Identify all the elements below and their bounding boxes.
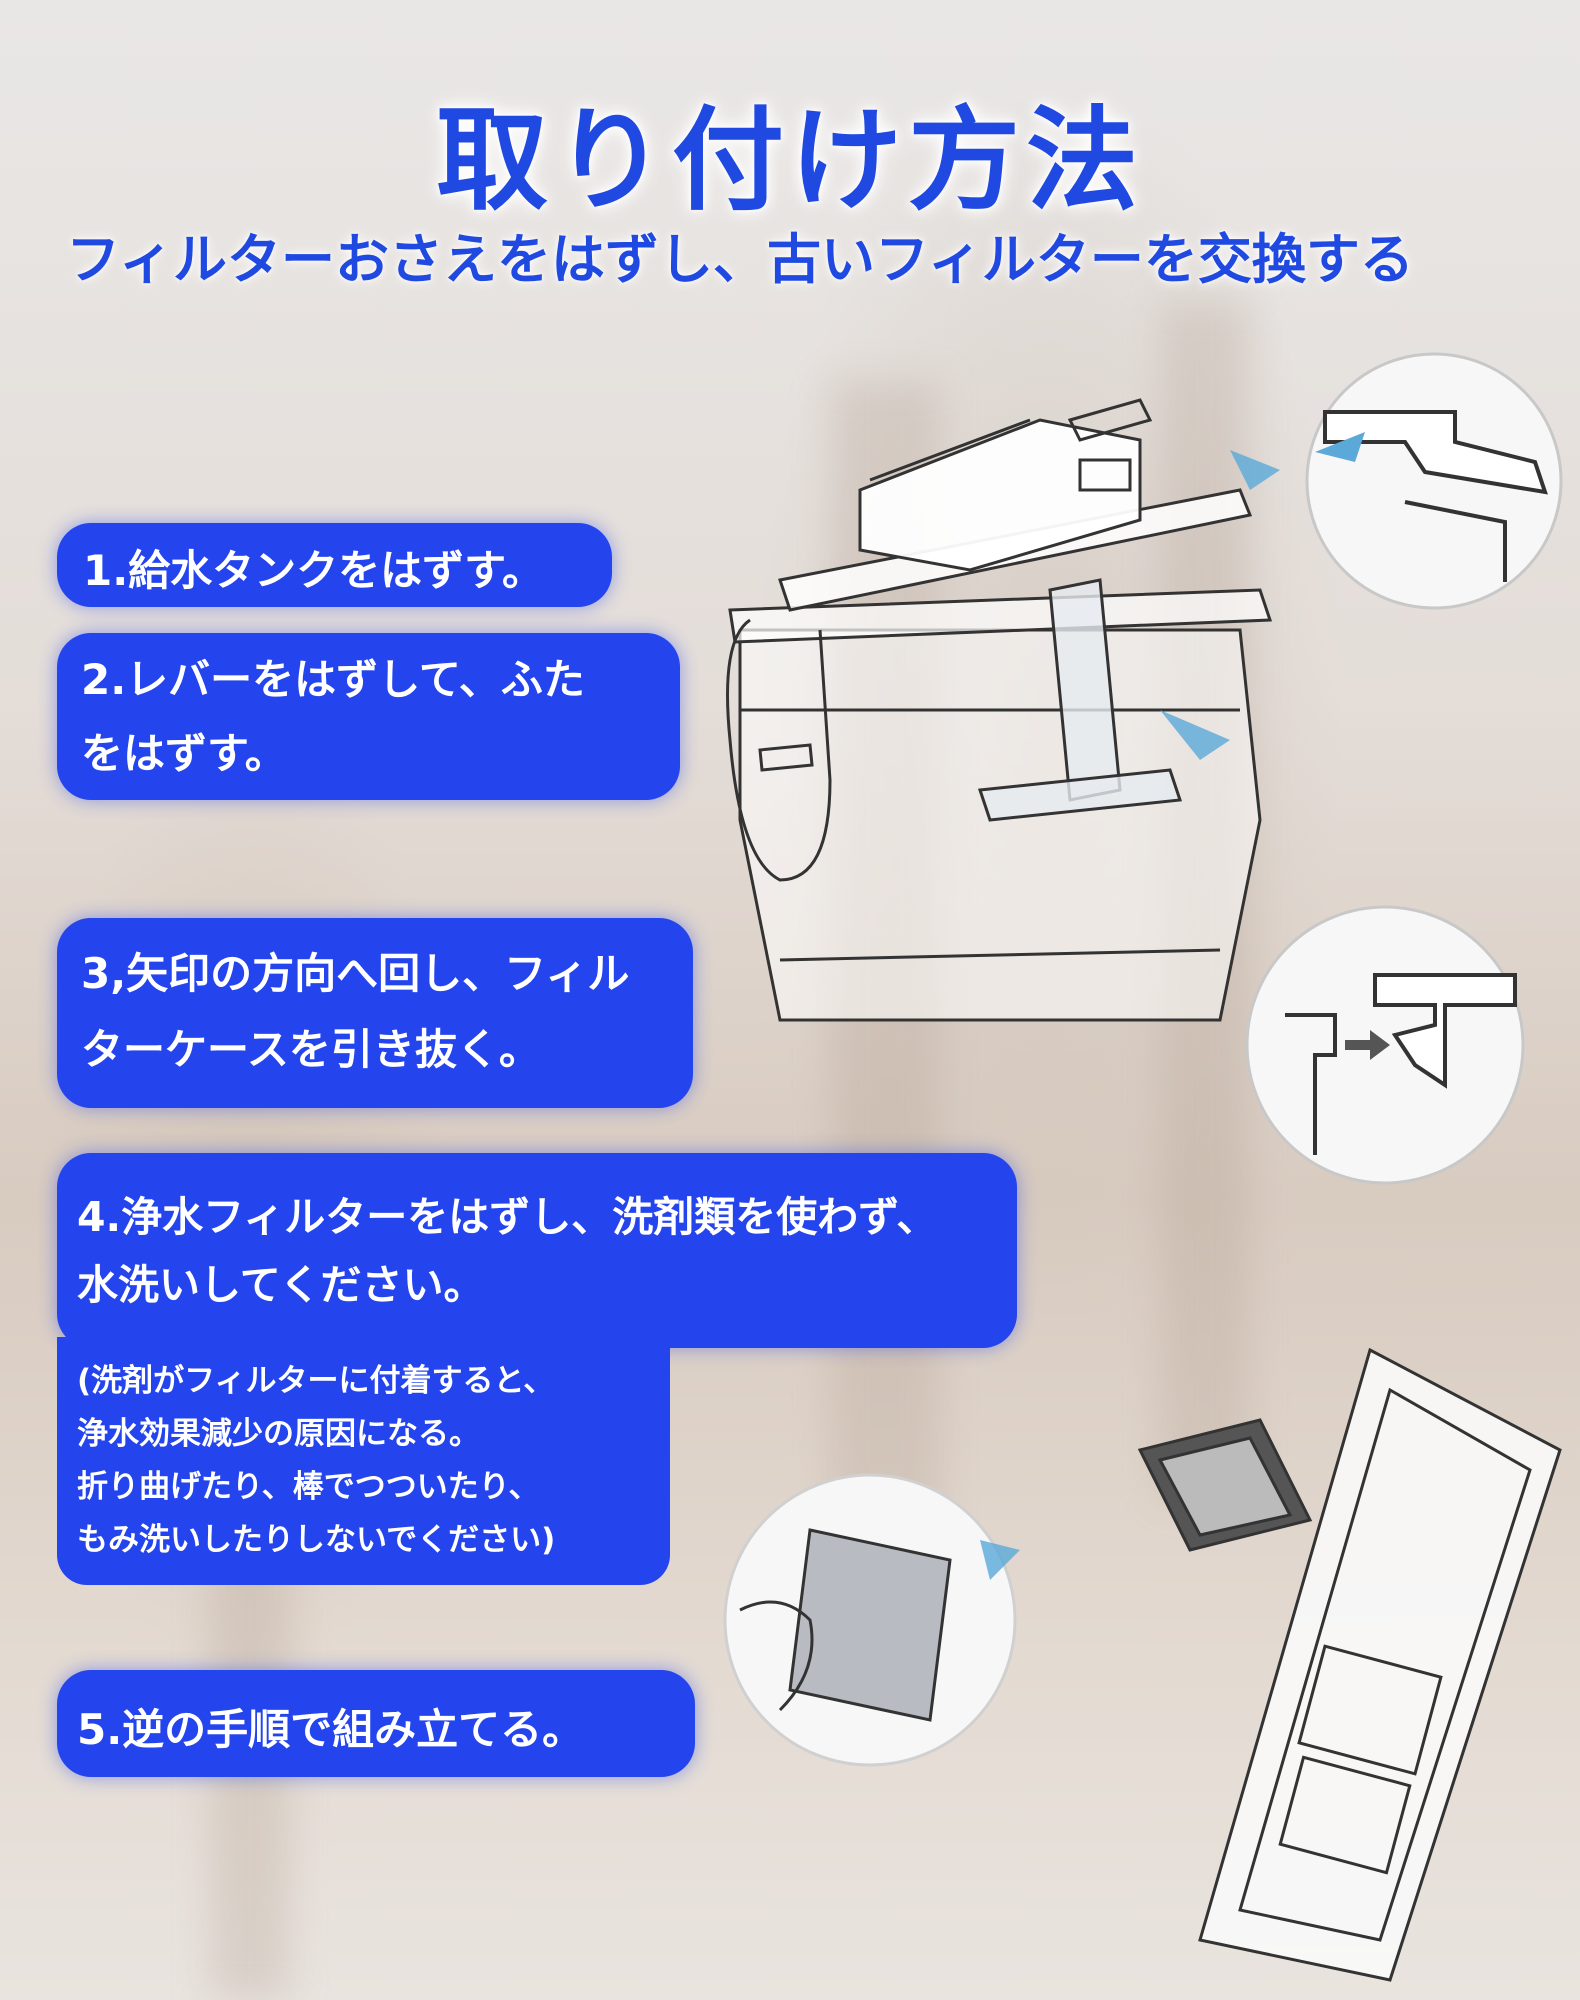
lever-detail-inset (1305, 352, 1563, 610)
step-4-badge: 4.浄水フィルターをはずし、洗剤類を使わず、 水洗いしてください。 (57, 1153, 1017, 1348)
step-1-badge: 1.給水タンクをはずす。 (57, 523, 612, 607)
step-3-text-line1: 3,矢印の方向へ回し、フィル (81, 949, 630, 998)
step-2-badge: 2.レバーをはずして、ふた をはずす。 (57, 633, 680, 800)
step-4-text-line2: 水洗いしてください。 (77, 1261, 485, 1309)
step-4-text-line1: 4.浄水フィルターをはずし、洗剤類を使わず、 (77, 1193, 938, 1241)
step-4-note-line: 浄水効果減少の原因になる。 (77, 1416, 480, 1452)
arrow-icon (1230, 450, 1280, 490)
filter-case-illustration (1137, 1347, 1562, 1982)
step-4-note-line: 折り曲げたり、棒でつついたり、 (77, 1469, 540, 1505)
rotation-detail-inset (1245, 905, 1525, 1185)
step-5-badge: 5.逆の手順で組み立てる。 (57, 1670, 695, 1777)
filter-removal-inset (723, 1473, 1020, 1767)
step-3-text-line2: ターケースを引き抜く。 (81, 1025, 541, 1074)
step-4-note-line: (洗剤がフィルターに付着すると、 (77, 1363, 555, 1399)
arrow-icon (1160, 710, 1230, 760)
arrow-right-icon (1345, 1030, 1390, 1060)
step-4-note: (洗剤がフィルターに付着すると、 浄水効果減少の原因になる。 折り曲げたり、棒で… (57, 1337, 670, 1585)
water-tank-illustration (726, 398, 1280, 1022)
step-5-text: 5.逆の手順で組み立てる。 (77, 1705, 585, 1754)
page-title: 取り付け方法 (436, 96, 1144, 226)
step-2-text-line1: 2.レバーをはずして、ふた (81, 655, 585, 704)
step-2-text-line2: をはずす。 (81, 729, 287, 778)
arrow-icon (1315, 432, 1365, 462)
arrow-icon (980, 1540, 1020, 1580)
step-1-text: 1.給水タンクをはずす。 (83, 546, 544, 595)
page-subtitle: フィルターおさえをはずし、古いフィルターを交換する (66, 228, 1414, 291)
step-4-note-line: もみ洗いしたりしないでください) (77, 1522, 556, 1558)
step-3-badge: 3,矢印の方向へ回し、フィル ターケースを引き抜く。 (57, 918, 693, 1108)
